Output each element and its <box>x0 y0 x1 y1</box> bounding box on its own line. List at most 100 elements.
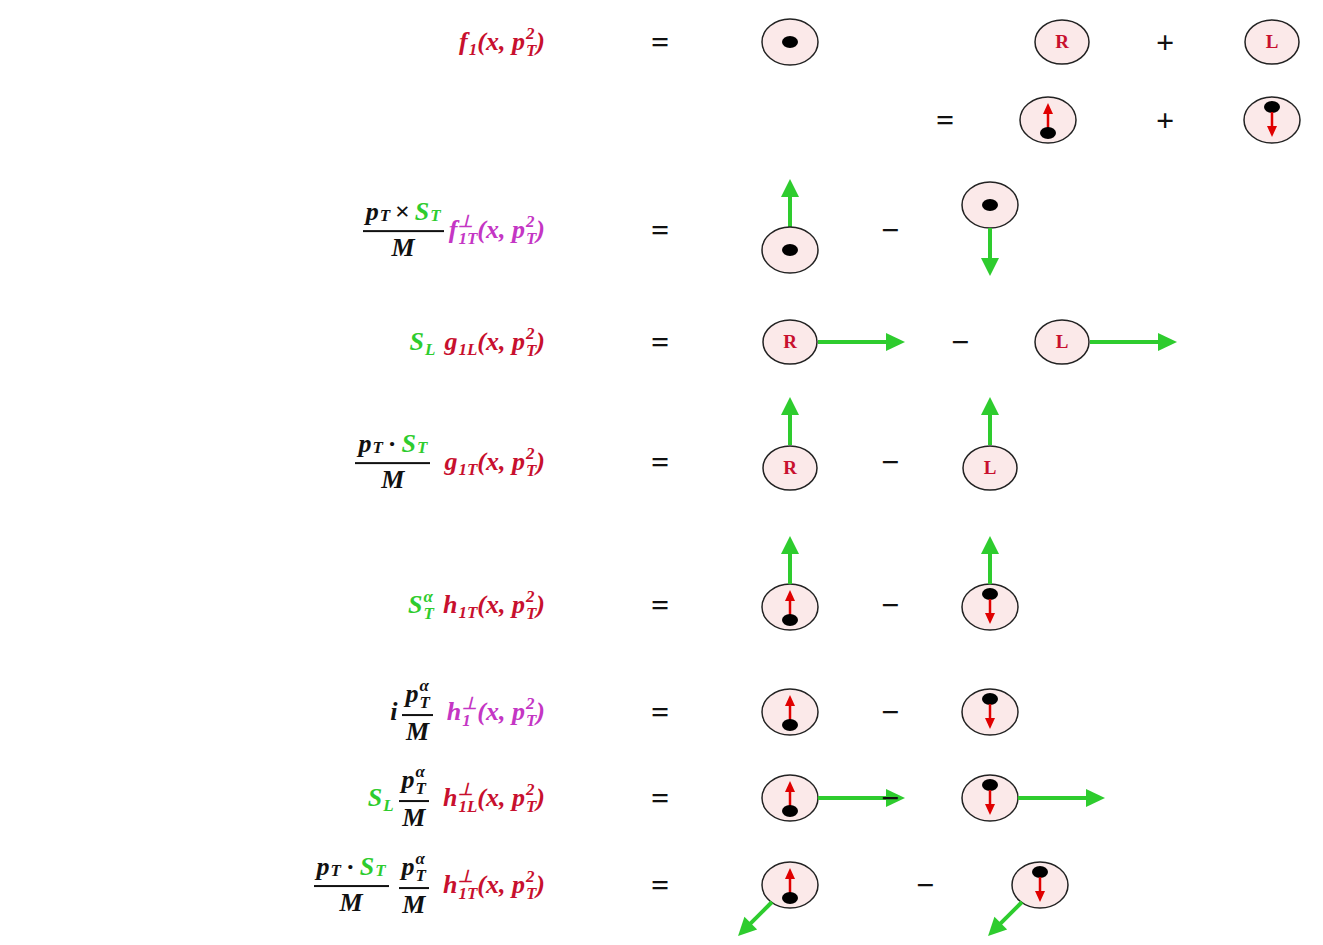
subscript: T <box>526 42 536 59</box>
formula-symbol: M <box>392 233 415 263</box>
subscript: 1T <box>458 885 477 902</box>
index-stack: αT <box>416 763 426 797</box>
subscript: L <box>425 340 435 360</box>
fraction-denominator: M <box>381 464 404 495</box>
formula-symbol: p <box>358 429 371 459</box>
subscript: 1T <box>458 230 477 247</box>
superscript: 2 <box>526 695 536 712</box>
subscript: T <box>526 462 536 479</box>
formula-symbol: M <box>381 465 404 495</box>
subscript: T <box>526 712 536 729</box>
formula: ipαTMh⊥1(x, p2T) <box>390 677 545 747</box>
subscript: T <box>331 861 341 881</box>
formula-symbol: g <box>444 447 457 477</box>
spin-down-quark <box>962 775 1018 821</box>
formula-symbol: p <box>405 679 418 709</box>
formula-symbol: S <box>368 783 382 813</box>
formula-symbol: (x, p <box>477 590 525 620</box>
formula: pT·STMpαTMh⊥1T(x, p2T) <box>309 850 545 920</box>
fraction: pαTM <box>399 850 429 920</box>
formula-symbol: f <box>459 27 468 57</box>
helicity-letter: L <box>1056 332 1069 353</box>
relation-sign: = <box>651 869 669 901</box>
relation-sign: = <box>651 782 669 814</box>
subscript: T <box>526 885 536 902</box>
fraction-numerator: pαT <box>399 850 429 889</box>
relation-sign: = <box>936 104 954 136</box>
formula-symbol: (x, p <box>477 447 525 477</box>
circle-shape <box>1035 320 1089 364</box>
circle-shape <box>1245 20 1299 64</box>
index-stack: 2T <box>526 213 536 247</box>
subscript: T <box>424 605 434 622</box>
spin-down-quark <box>962 689 1018 735</box>
index-stack: ⊥1T <box>458 868 477 902</box>
superscript: ⊥ <box>462 695 477 712</box>
fraction-numerator: pT×ST <box>363 197 444 232</box>
fraction-denominator: M <box>339 887 362 918</box>
helicity-circle: L <box>962 445 1018 491</box>
spin-down-quark <box>962 584 1018 630</box>
nucleon-spin-arrow <box>981 536 999 584</box>
superscript: 2 <box>526 781 536 798</box>
spin-up-quark <box>762 584 818 630</box>
nucleon-spin-arrow <box>981 228 999 276</box>
subscript: 1T <box>458 603 477 623</box>
formula-symbol: M <box>402 803 425 833</box>
formula-symbol: h <box>443 870 457 900</box>
relation-sign: − <box>881 696 899 728</box>
formula: SLpαTMh⊥1L(x, p2T) <box>368 763 545 833</box>
relation-sign: − <box>951 326 969 358</box>
fraction-denominator: M <box>392 232 415 263</box>
formula-symbol: M <box>339 888 362 918</box>
formula-symbol: S <box>415 197 429 227</box>
fraction-denominator: M <box>402 889 425 920</box>
formula-symbol: S <box>402 429 416 459</box>
formula-symbol: ) <box>536 783 545 813</box>
formula-symbol: S <box>410 327 424 357</box>
formula-symbol: S <box>408 590 422 620</box>
formula-symbol: M <box>402 890 425 920</box>
operator: · <box>346 852 355 882</box>
subscript: 1 <box>462 712 477 729</box>
superscript: 2 <box>526 868 536 885</box>
index-stack: 2T <box>526 445 536 479</box>
superscript: α <box>416 763 426 780</box>
helicity-letter: R <box>783 332 797 353</box>
relation-sign: + <box>1156 104 1174 136</box>
superscript: 2 <box>526 25 536 42</box>
subscript: T <box>416 867 426 884</box>
superscript: ⊥ <box>458 868 477 885</box>
fraction: pT×STM <box>363 197 444 263</box>
superscript: ⊥ <box>458 213 477 230</box>
formula-symbol: ) <box>536 870 545 900</box>
spin-up-quark <box>762 689 818 735</box>
nucleon-spin-arrow <box>781 397 799 445</box>
relation-sign: = <box>651 26 669 58</box>
formula-symbol: (x, p <box>477 215 525 245</box>
formula-symbol: (x, p <box>477 697 525 727</box>
formula-symbol: ) <box>536 697 545 727</box>
nucleon-spin-arrow <box>781 536 799 584</box>
formula: pT·STMg1T(x, p2T) <box>350 429 545 495</box>
superscript: ⊥ <box>458 781 477 798</box>
helicity-letter: R <box>783 458 797 479</box>
subscript: T <box>526 342 536 359</box>
formula-symbol: ) <box>536 215 545 245</box>
superscript: α <box>416 850 426 867</box>
subscript: L <box>383 796 393 816</box>
operator: × <box>395 197 410 227</box>
formula-symbol: ) <box>536 327 545 357</box>
subscript: T <box>526 230 536 247</box>
circle-shape <box>963 446 1017 490</box>
relation-sign: − <box>881 589 899 621</box>
fraction: pT·STM <box>314 852 389 918</box>
relation-sign: = <box>651 214 669 246</box>
formula-symbol: p <box>366 197 379 227</box>
subscript: T <box>526 605 536 622</box>
relation-sign: = <box>651 589 669 621</box>
relation-sign: − <box>881 214 899 246</box>
unpolarized-quark <box>762 227 818 273</box>
index-stack: ⊥1L <box>458 781 477 815</box>
